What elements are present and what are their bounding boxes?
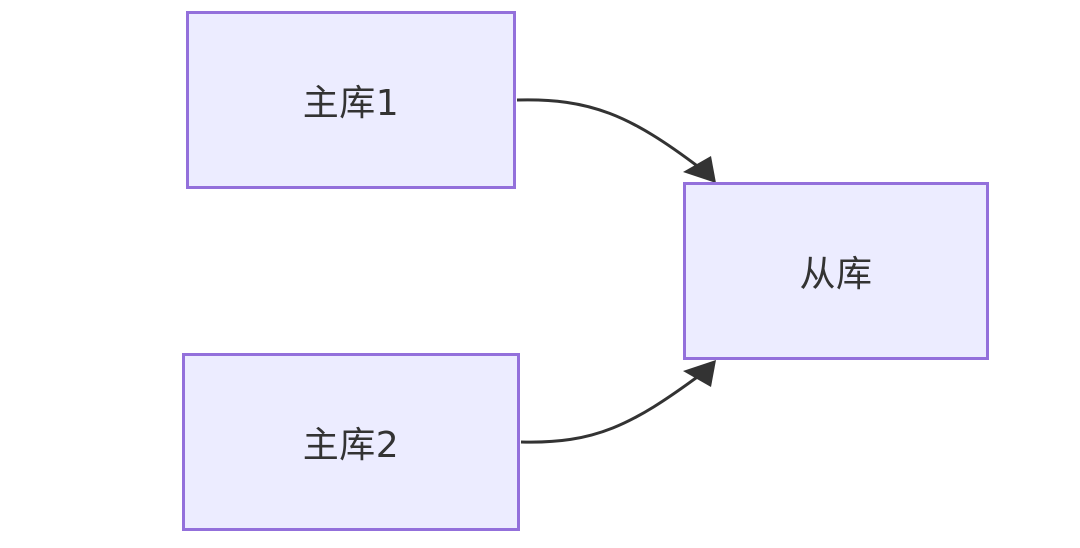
node-slave-label: 从库 (799, 254, 873, 295)
arrowhead-master1-to-slave (683, 156, 716, 183)
node-master1-label: 主库1 (302, 83, 400, 124)
edge-master2-to-slave (520, 373, 701, 444)
edge-master1-to-slave (516, 98, 701, 170)
node-master1[interactable]: 主库1 (186, 11, 516, 189)
node-slave[interactable]: 从库 (683, 182, 989, 360)
arrowhead-master2-to-slave (683, 360, 716, 387)
node-master2[interactable]: 主库2 (182, 353, 520, 531)
node-master2-label: 主库2 (302, 425, 400, 466)
